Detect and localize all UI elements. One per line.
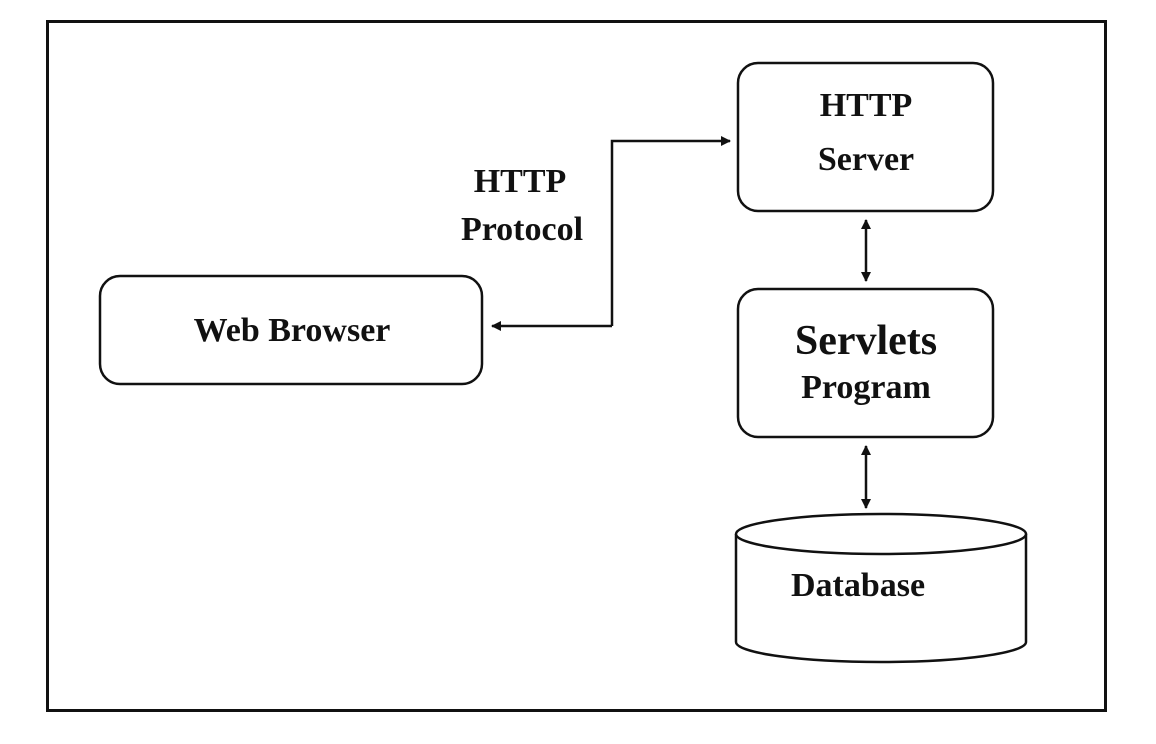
database-node: Database: [734, 512, 1028, 664]
http-protocol-label-line2: Protocol: [461, 211, 583, 248]
servlets-program-label-line2: Program: [801, 369, 931, 406]
database-cylinder-top: [734, 512, 1028, 556]
web-browser-label: Web Browser: [194, 312, 391, 349]
http-server-box: [736, 61, 995, 213]
web-browser-node: Web Browser: [98, 274, 484, 386]
servlets-program-box: [736, 287, 995, 439]
http-server-node: HTTP Server: [736, 61, 995, 213]
http-protocol-label-line1: HTTP: [474, 163, 567, 200]
http-server-label-line1: HTTP: [820, 87, 913, 124]
request-arrow-to-server: [610, 136, 731, 326]
http-server-label-line2: Server: [818, 141, 914, 178]
web-browser-box: [98, 274, 484, 386]
http-protocol-connector: HTTP Protocol: [461, 136, 731, 331]
database-label: Database: [791, 567, 925, 604]
database-cylinder-body: [734, 534, 1028, 664]
servlets-program-label-line1: Servlets: [795, 318, 937, 364]
servlets-program-node: Servlets Program: [736, 287, 995, 439]
